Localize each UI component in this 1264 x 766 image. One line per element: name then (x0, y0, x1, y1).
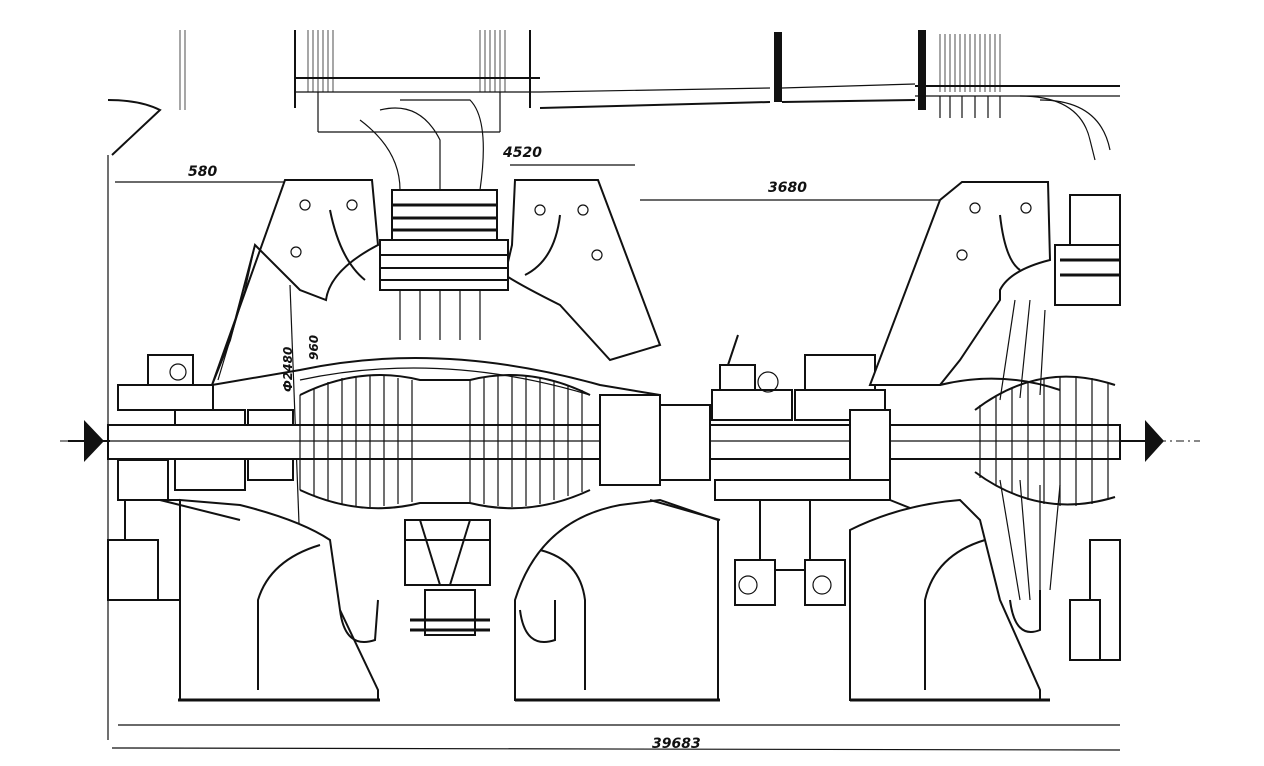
middle-bearing-block (599, 334, 941, 606)
top-pipework (107, 30, 1120, 740)
dim-580: 580 (188, 164, 217, 180)
dim-960: 960 (307, 335, 321, 360)
dim-3680: 3680 (768, 180, 807, 196)
dim-4520: 4520 (502, 145, 542, 161)
casing-right (849, 181, 1121, 702)
casing-left (178, 179, 720, 702)
shaft-arrows (68, 420, 1164, 462)
dimension-lines (111, 164, 1121, 751)
dim-39683: 39683 (652, 736, 701, 752)
dim-diameter-2480: Ф2480 (281, 347, 295, 392)
dimension-labels: 580 4520 3680 960 Ф2480 39683 (188, 145, 807, 752)
